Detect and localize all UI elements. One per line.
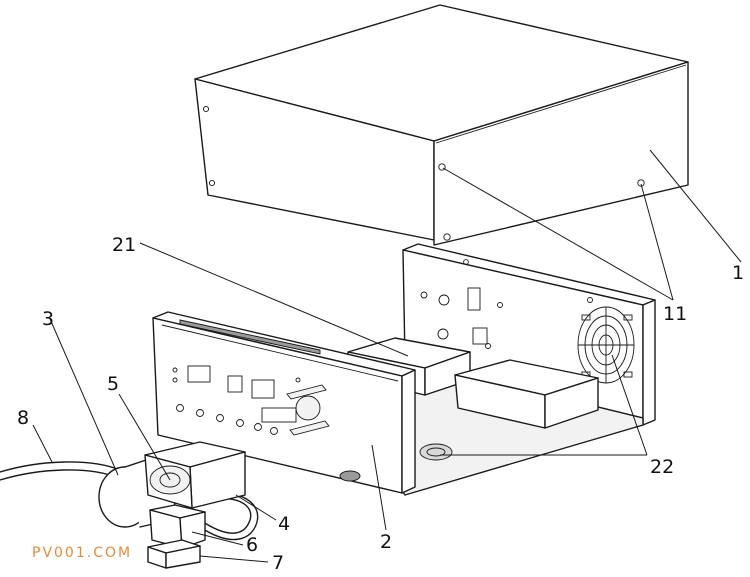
callout-11: 11 <box>663 303 687 325</box>
callout-8: 8 <box>17 407 29 429</box>
top-cover <box>194 4 689 246</box>
callouts: 1 11 21 22 2 3 4 5 6 7 8 <box>17 234 744 574</box>
power-supply-block <box>454 359 599 429</box>
callout-6: 6 <box>246 534 258 556</box>
callout-1: 1 <box>732 262 744 284</box>
pump-assembly <box>0 441 259 569</box>
fan-grille <box>577 306 635 384</box>
watermark-text: PV001.COM <box>32 545 132 561</box>
callout-3: 3 <box>42 308 54 330</box>
callout-5: 5 <box>107 373 119 395</box>
callout-22: 22 <box>650 456 674 478</box>
leader-lines <box>32 149 742 563</box>
callout-21: 21 <box>112 234 136 256</box>
callout-4: 4 <box>278 513 290 535</box>
callout-7: 7 <box>272 552 284 574</box>
callout-2: 2 <box>380 531 392 553</box>
front-panel <box>152 311 416 494</box>
bottom-fan <box>419 443 453 461</box>
